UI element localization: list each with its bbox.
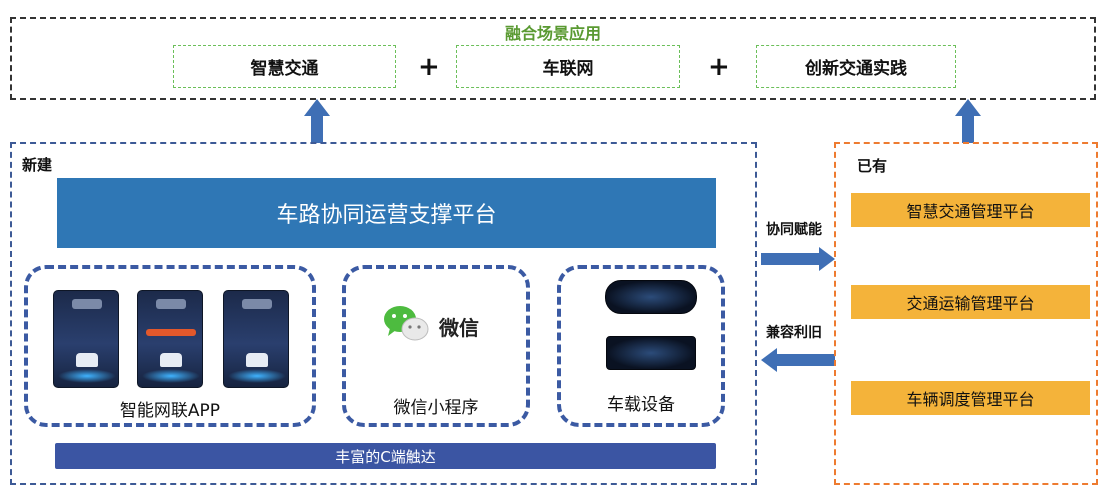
existing-section-label: 已有 — [857, 157, 888, 175]
existing-platform-transport: 交通运输管理平台 — [851, 285, 1090, 319]
dashboard-screen-image — [606, 336, 696, 370]
plus-sign-1: + — [418, 52, 440, 82]
vehicle-device-module — [557, 265, 725, 427]
scenario-box — [10, 17, 1096, 100]
new-section-box — [10, 142, 757, 485]
wechat-brand-text: 微信 — [439, 316, 479, 340]
forward-link-label: 协同赋能 — [766, 222, 822, 238]
app-screenshot — [137, 290, 203, 388]
miniprogram-module-label: 微信小程序 — [393, 398, 479, 418]
existing-platform-smart-traffic: 智慧交通管理平台 — [851, 193, 1090, 227]
new-section-label: 新建 — [22, 156, 53, 174]
scenario-title: 融合场景应用 — [504, 24, 601, 43]
miniprogram-module — [342, 265, 530, 427]
c-end-reach-bar: 丰富的C端触达 — [55, 443, 716, 469]
app-screenshot — [223, 290, 289, 388]
vehicle-device-module-label: 车载设备 — [607, 395, 675, 415]
instrument-cluster-image — [605, 280, 697, 314]
app-screenshot — [53, 290, 119, 388]
backward-link-label: 兼容利旧 — [766, 325, 822, 341]
left-arrow-icon — [761, 348, 835, 372]
app-module — [24, 265, 316, 427]
right-arrow-icon — [761, 247, 835, 271]
up-arrow-icon — [955, 99, 981, 143]
v2x-platform: 车路协同运营支撑平台 — [57, 178, 716, 248]
scene-smart-traffic: 智慧交通 — [173, 45, 396, 88]
scene-innovation: 创新交通实践 — [756, 45, 956, 88]
plus-sign-2: + — [708, 52, 730, 82]
app-module-label: 智能网联APP — [119, 401, 221, 421]
existing-section-box — [834, 142, 1098, 485]
up-arrow-icon — [304, 99, 330, 143]
existing-platform-dispatch: 车辆调度管理平台 — [851, 381, 1090, 415]
wechat-icon — [384, 306, 429, 341]
scene-iov: 车联网 — [456, 45, 680, 88]
